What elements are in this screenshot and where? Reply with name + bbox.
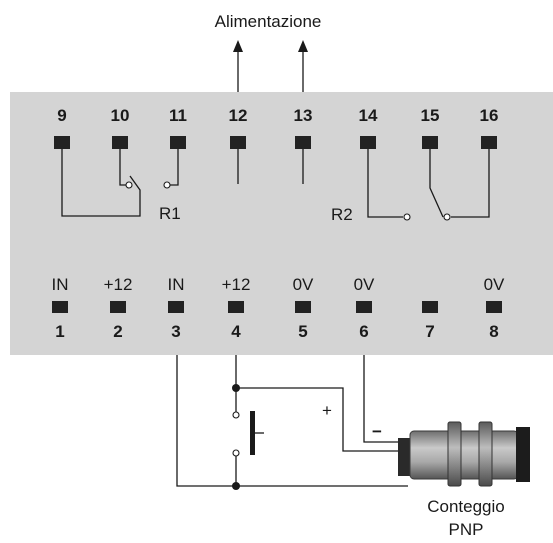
terminal-pad-8 [486, 301, 502, 313]
terminal-number-12: 12 [229, 106, 248, 125]
terminal-label-6: 0V [354, 275, 375, 294]
terminal-label-8: 0V [484, 275, 505, 294]
junction-dot-bottom [232, 482, 240, 490]
terminal-label-4: +12 [222, 275, 251, 294]
terminal-pad-6 [356, 301, 372, 313]
ground-wiring [363, 355, 408, 443]
terminal-number-9: 9 [57, 106, 66, 125]
terminal-pad-10 [112, 136, 128, 149]
terminal-pad-12 [230, 136, 246, 149]
plus-label: + [322, 401, 332, 420]
device-panel [10, 92, 553, 355]
power-arrow-13 [298, 40, 308, 92]
terminal-number-10: 10 [111, 106, 130, 125]
terminal-number-3: 3 [171, 322, 180, 341]
relay-r1-contact [61, 149, 179, 217]
terminal-number-5: 5 [298, 322, 307, 341]
terminal-pad-13 [295, 136, 311, 149]
terminal-pad-1 [52, 301, 68, 313]
terminal-label-5: 0V [293, 275, 314, 294]
terminal-number-7: 7 [425, 322, 434, 341]
terminal-number-2: 2 [113, 322, 122, 341]
terminal-label-1: IN [52, 275, 69, 294]
terminal-pad-16 [481, 136, 497, 149]
terminal-number-15: 15 [421, 106, 440, 125]
top-terminal-pads [54, 136, 497, 149]
input-wiring [176, 355, 408, 487]
terminal-pad-4 [228, 301, 244, 313]
pnp-sensor-icon [398, 421, 530, 487]
power-arrow-12 [233, 40, 243, 92]
terminal-number-16: 16 [480, 106, 499, 125]
top-terminal-numbers: 9 10 11 12 13 14 15 16 [57, 106, 498, 125]
terminal-pad-5 [295, 301, 311, 313]
terminal-number-6: 6 [359, 322, 368, 341]
terminal-number-13: 13 [294, 106, 313, 125]
terminal-pad-7 [422, 301, 438, 313]
relay-r1-label: R1 [159, 204, 181, 223]
terminal-number-8: 8 [489, 322, 498, 341]
terminal-pad-2 [110, 301, 126, 313]
bottom-terminal-numbers: 1 2 3 4 5 6 7 8 [55, 322, 498, 341]
relay-r2-label: R2 [331, 205, 353, 224]
bottom-terminal-pads [52, 301, 502, 313]
terminal-number-4: 4 [231, 322, 241, 341]
minus-label: − [372, 422, 382, 441]
terminal-pad-15 [422, 136, 438, 149]
junction-dot-top [232, 384, 240, 392]
push-button-symbol [232, 411, 264, 457]
terminal-number-14: 14 [359, 106, 378, 125]
terminal-pad-11 [170, 136, 186, 149]
power-label: Alimentazione [215, 12, 322, 31]
terminal-number-11: 11 [169, 106, 187, 125]
terminal-pad-14 [360, 136, 376, 149]
terminal-label-2: +12 [104, 275, 133, 294]
relay-r2-contact [367, 149, 490, 221]
sensor-caption-line2: PNP [449, 520, 484, 539]
terminal-pad-3 [168, 301, 184, 313]
sensor-caption-line1: Conteggio [427, 497, 505, 516]
terminal-number-1: 1 [55, 322, 64, 341]
terminal-pad-9 [54, 136, 70, 149]
terminal-label-3: IN [168, 275, 185, 294]
bottom-terminal-labels: IN +12 IN +12 0V 0V 0V [52, 275, 506, 294]
